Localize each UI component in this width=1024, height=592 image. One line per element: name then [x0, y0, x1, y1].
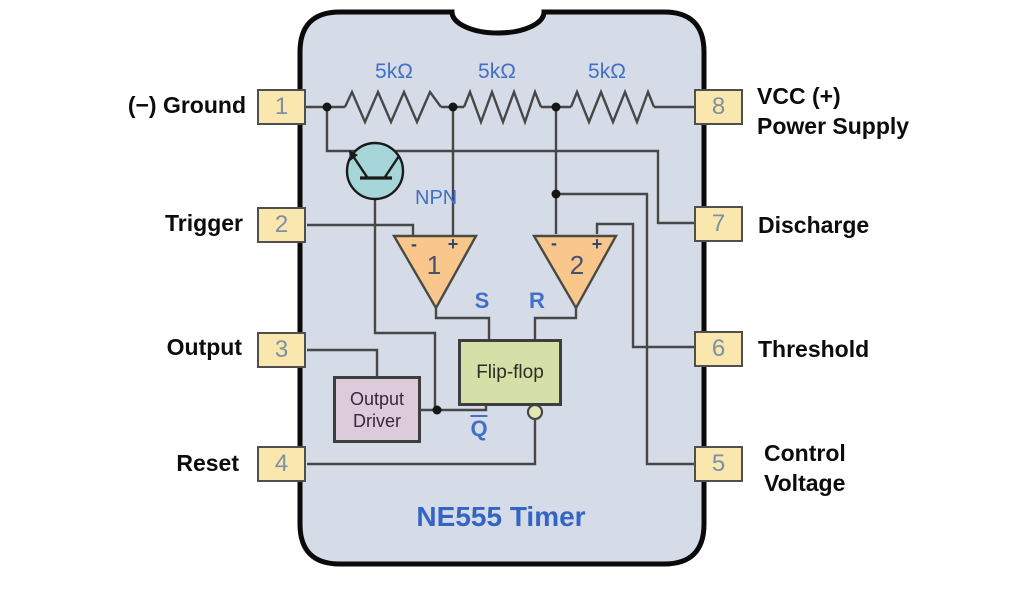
pin-number: 5 [711, 450, 726, 477]
junction-dots [322, 102, 561, 415]
wire-collector-to-discharge [394, 149, 696, 225]
comp1-minus-sign: - [411, 234, 417, 254]
label-control-line1: Control [764, 440, 846, 466]
pin-4-reset: 4 [257, 446, 306, 482]
label-vcc-power-supply: VCC (+) Power Supply [757, 81, 909, 141]
wire-threshold [595, 222, 696, 349]
wire-comp1-to-set [434, 308, 491, 339]
comp2-plus-sign: + [591, 234, 603, 254]
resistor-3 [569, 88, 656, 126]
pin-5-control: 5 [694, 446, 743, 482]
flipflop-set-label: S [474, 288, 490, 313]
junction-dot [551, 102, 561, 112]
npn-label: NPN [415, 187, 458, 209]
output-driver-line2: Driver [353, 410, 401, 431]
pin-number: 4 [274, 450, 289, 477]
wire-ground-to-emitter [325, 107, 355, 153]
wire-comp2-to-reset [533, 308, 578, 339]
pin-number: 1 [274, 93, 289, 120]
reset-inverter-bubble [526, 403, 544, 421]
transistor-circle [345, 141, 405, 201]
comp1-number: 1 [426, 250, 442, 280]
pin-number: 8 [711, 93, 726, 120]
resistor-3-label: 5kΩ [588, 60, 626, 83]
label-control-voltage: Control Voltage [764, 438, 846, 498]
comparator-2-triangle [531, 234, 619, 311]
pin-6-threshold: 6 [694, 331, 743, 367]
flipflop-label: Flip-flop [476, 361, 544, 383]
output-driver-line1: Output [349, 388, 405, 409]
label-control-line2: Voltage [764, 470, 846, 496]
comparator-1-triangle [391, 234, 479, 311]
flipflop-block: Flip-flop [458, 339, 562, 406]
pin-number: 3 [274, 336, 289, 363]
chip-title: NE555 Timer [416, 501, 586, 532]
transistor-legs [352, 155, 400, 178]
resistor-2-label: 5kΩ [478, 60, 516, 83]
label-ground: (−) Ground [127, 92, 246, 118]
junction-dot [322, 102, 332, 112]
wire-qbar-to-output-driver [420, 404, 488, 412]
wire-control-voltage [556, 192, 696, 466]
qbar-text: Q [470, 415, 488, 441]
npn-transistor [345, 141, 405, 201]
chip-body [297, 9, 707, 567]
flipflop-qbar-label: Q [470, 415, 488, 442]
pin-7-discharge: 7 [694, 206, 743, 242]
wire-trigger [307, 223, 415, 235]
comp1-plus-sign: + [447, 234, 459, 254]
comp2-number: 2 [569, 250, 585, 280]
resistor-1 [343, 88, 442, 126]
label-discharge: Discharge [758, 212, 870, 238]
label-reset: Reset [176, 450, 239, 476]
pin-number: 6 [711, 335, 726, 362]
wire-reset [307, 419, 537, 466]
label-trigger: Trigger [165, 210, 243, 236]
junction-dot [551, 189, 561, 199]
pin-1-ground: 1 [257, 89, 306, 125]
label-vcc-line2: Power Supply [757, 113, 910, 139]
label-threshold: Threshold [758, 336, 870, 362]
label-output: Output [166, 334, 242, 360]
wire-qbar-to-base [373, 179, 437, 410]
resistor-1-label: 5kΩ [375, 60, 413, 83]
pin-2-trigger: 2 [257, 207, 306, 243]
junction-dot [432, 405, 442, 415]
junction-dot [448, 102, 458, 112]
pin-3-output: 3 [257, 332, 306, 368]
pin-number: 7 [711, 210, 726, 237]
label-vcc-line1: VCC (+) [757, 83, 841, 109]
flipflop-reset-label: R [529, 288, 545, 313]
pin-number: 2 [274, 211, 289, 238]
comp2-minus-sign: - [551, 233, 557, 253]
pin-8-vcc: 8 [694, 89, 743, 125]
output-driver-block: Output Driver [333, 376, 421, 443]
resistor-2 [462, 88, 543, 126]
emitter-arrow-icon [349, 150, 358, 161]
wires [305, 88, 696, 466]
wire-output [307, 348, 379, 377]
